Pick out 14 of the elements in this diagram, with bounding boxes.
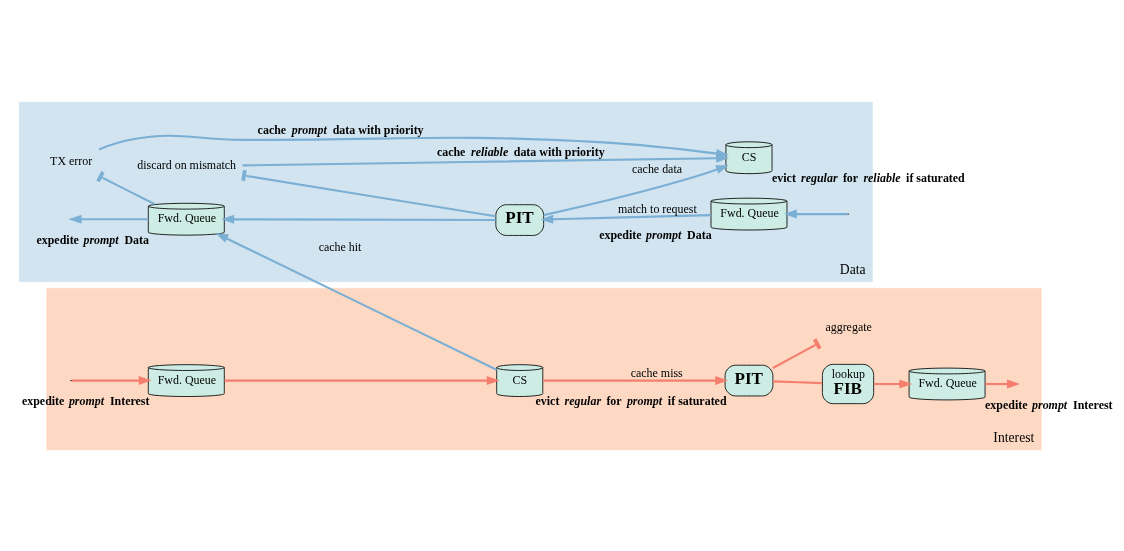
node-label: expedite prompt Interest [21,393,150,408]
edge-label: cache reliable data with priority [436,144,605,159]
node-label: expedite prompt Data [36,232,149,247]
node-text: discard on mismatch [137,157,237,172]
edge-label: cache prompt data with priority [257,122,424,137]
node-label: evict regular for reliable if saturated [772,170,965,185]
edge-label: match to request [617,201,697,216]
edge-label: cache miss [630,365,683,380]
node-label: expedite prompt Data [599,227,712,242]
node-text: aggregate [825,319,872,334]
node-label: expedite prompt Interest [985,397,1113,412]
node-text: TX error [50,153,93,168]
edge-label: cache data [632,161,683,176]
edge-label: cache hit [318,239,362,254]
